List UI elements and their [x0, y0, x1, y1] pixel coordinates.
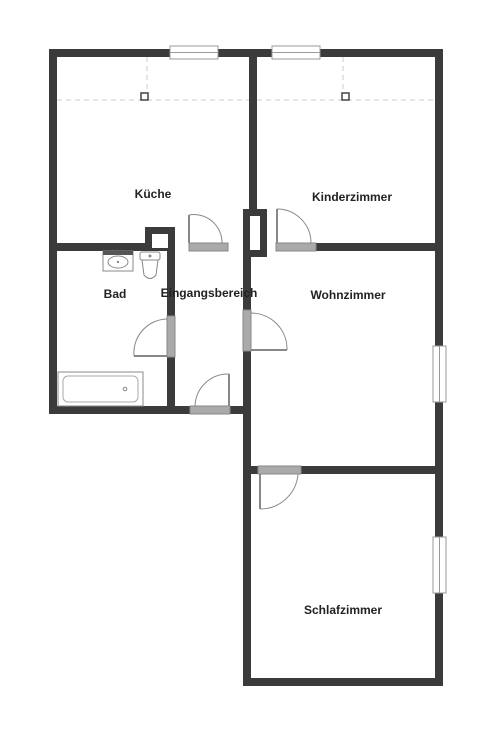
- toilet-icon: [139, 251, 161, 279]
- door-entrance: [189, 373, 231, 415]
- label-eingangsbereich: Eingangsbereich: [161, 286, 258, 300]
- door-bad: [133, 315, 176, 358]
- wall-kueche-kinder: [249, 49, 257, 215]
- walls: [49, 49, 443, 686]
- wall-bottom-bad: [49, 406, 251, 414]
- sink-icon: [102, 250, 134, 272]
- wall-kinder-bottom: [316, 243, 443, 251]
- windows: [169, 45, 447, 594]
- label-kinderzimmer: Kinderzimmer: [312, 190, 392, 204]
- room-labels: Küche Kinderzimmer Bad Eingangsbereich W…: [104, 187, 393, 617]
- wall-left-wing: [243, 406, 251, 686]
- label-kueche: Küche: [135, 187, 172, 201]
- bathroom-fixtures: [57, 250, 161, 407]
- door-kinderzimmer: [275, 208, 317, 252]
- wall-kueche-bottom: [49, 243, 149, 251]
- door-wohnzimmer: [242, 309, 288, 352]
- shaft-hall-void: [250, 216, 260, 250]
- label-bad: Bad: [104, 287, 127, 301]
- label-schlafzimmer: Schlafzimmer: [304, 603, 382, 617]
- wall-top: [49, 49, 443, 57]
- wall-left: [49, 49, 57, 414]
- shaft-bad-void: [152, 234, 168, 248]
- label-wohnzimmer: Wohnzimmer: [310, 288, 385, 302]
- light-kueche: [140, 92, 149, 101]
- ceiling-lights: [57, 57, 435, 101]
- wall-wohn-schlaf: [243, 466, 443, 474]
- bathtub-icon: [57, 371, 144, 407]
- doors: [133, 208, 317, 510]
- door-schlafzimmer: [257, 465, 302, 510]
- door-kueche: [188, 214, 229, 252]
- wall-bottom: [243, 678, 443, 686]
- light-kinderzimmer: [341, 92, 350, 101]
